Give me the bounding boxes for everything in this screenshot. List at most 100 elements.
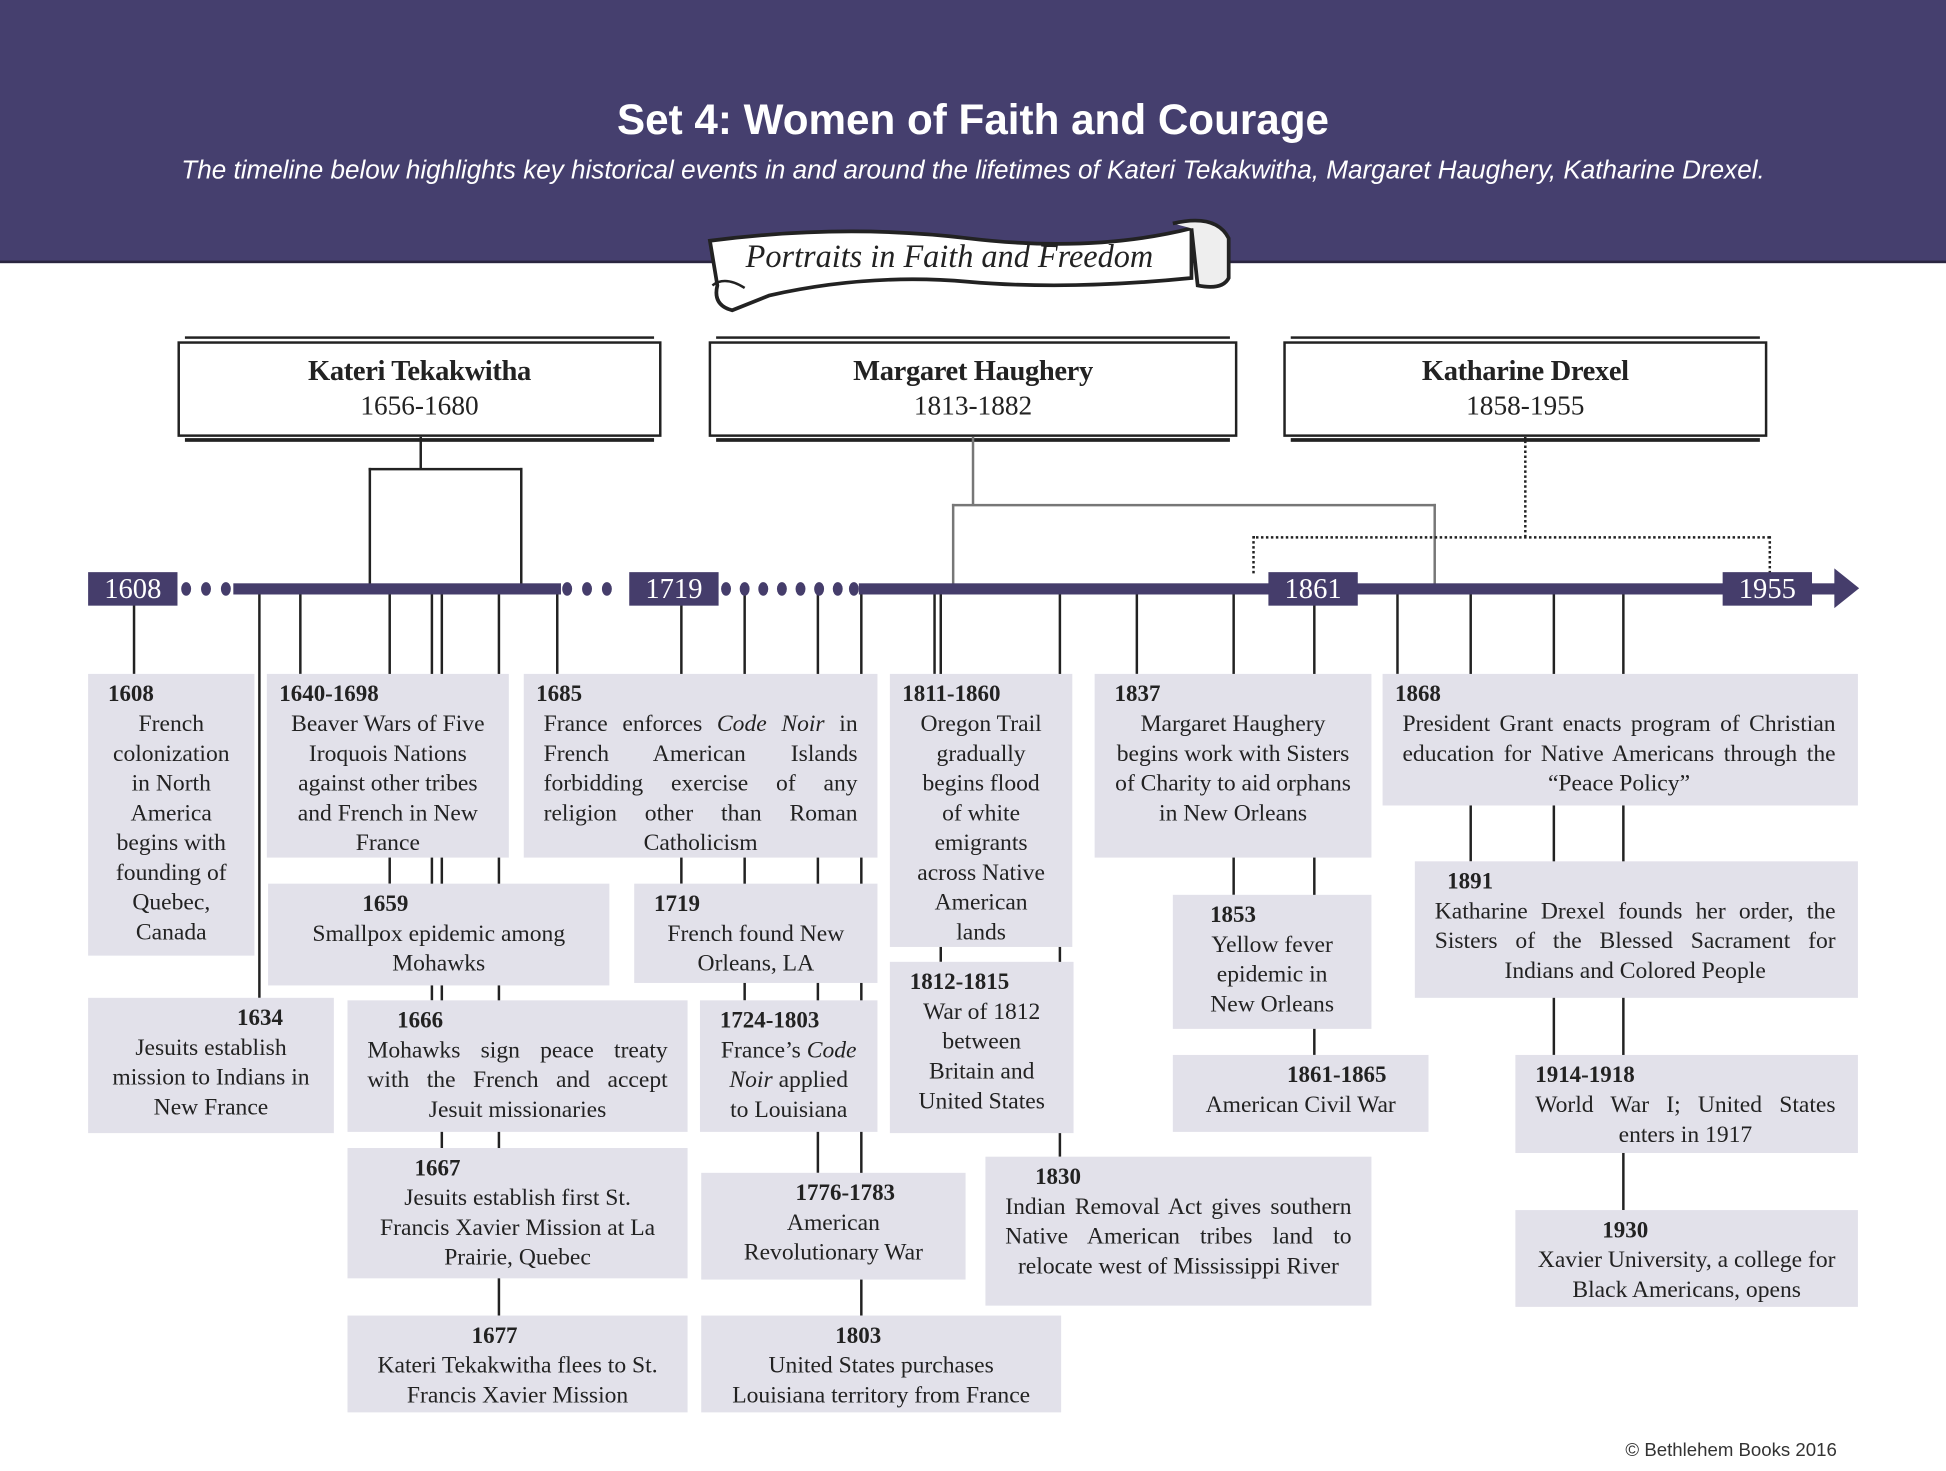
- event-text: Kateri Tekakwitha flees to St. Francis X…: [377, 1352, 658, 1409]
- event-text: Yellow fever epidemic in New Orleans: [1210, 932, 1335, 1018]
- timeline-dot: [562, 582, 573, 596]
- event-text: Jesuits establish mission to Indians in …: [112, 1035, 310, 1121]
- event-text: France’s: [720, 1037, 807, 1064]
- person-years: 1656-1680: [360, 389, 479, 421]
- event-date: 1666: [397, 1009, 444, 1034]
- event-text: French colonization in North America beg…: [112, 711, 230, 946]
- event-description: Xavier University, a college for Black A…: [1535, 1246, 1838, 1306]
- event-text: Indian Removal Act gives southern Native…: [1005, 1193, 1352, 1280]
- banner-text: Portraits in Faith and Freedom: [745, 238, 1154, 275]
- timeline-dot: [721, 582, 732, 596]
- event-date: 1685: [536, 682, 583, 708]
- timeline-dot: [776, 582, 787, 596]
- timeline-tick: [258, 589, 261, 998]
- event-text: Jesuits establish first St. Francis Xavi…: [380, 1185, 656, 1271]
- timeline-dot: [181, 582, 192, 596]
- year-marker: 1608: [88, 572, 178, 606]
- year-marker: 1719: [629, 572, 719, 606]
- margaret-bracket: [951, 503, 1436, 507]
- event-description: France’s Code Noir applied to Louisiana: [720, 1036, 858, 1125]
- year-marker: 1955: [1722, 572, 1813, 606]
- timeline-dot: [814, 582, 825, 596]
- event-date: 1608: [107, 682, 154, 708]
- event-text: American Revolutionary War: [743, 1210, 923, 1266]
- event-description: Beaver Wars of Five Iroquois Nations aga…: [287, 710, 489, 859]
- event-text: French found New Orleans, LA: [667, 920, 845, 977]
- event-description: Yellow fever epidemic in New Orleans: [1193, 931, 1352, 1020]
- event-description: President Grant enacts program of Christ…: [1402, 710, 1835, 799]
- event-date: 1830: [1035, 1165, 1081, 1191]
- event-date: 1930: [1602, 1218, 1649, 1244]
- person-years: 1858-1955: [1466, 389, 1585, 421]
- event-date: 1811-1860: [902, 682, 1001, 708]
- event-description: Jesuits establish first St. Francis Xavi…: [367, 1184, 667, 1273]
- person-box-kateri: Kateri Tekakwitha 1656-1680: [177, 336, 662, 442]
- event-description: Smallpox epidemic among Mohawks: [288, 920, 590, 980]
- event-description: Oregon Trail gradually begins flood of w…: [910, 710, 1053, 948]
- event-description: Jesuits establish mission to Indians in …: [108, 1034, 314, 1123]
- scroll-banner-icon: [707, 218, 1231, 313]
- timeline-tick: [1552, 589, 1556, 1055]
- event-text: in French American Islands forbidding ex…: [543, 711, 858, 857]
- kateri-bracket: [368, 467, 372, 585]
- event-text: Smallpox epidemic among Mohawks: [312, 920, 566, 977]
- event-date: 1891: [1447, 870, 1494, 895]
- event-date: 1868: [1394, 682, 1441, 708]
- kateri-bracket: [368, 467, 523, 471]
- event-date: 1640-1698: [279, 682, 379, 708]
- katharine-bracket: [1252, 536, 1255, 574]
- timeline-dot: [832, 582, 843, 596]
- event-date: 1776-1783: [795, 1181, 896, 1207]
- event-date: 1803: [835, 1324, 882, 1350]
- event-description: American Revolutionary War: [721, 1209, 946, 1269]
- event-text: France enforces: [543, 711, 717, 738]
- timeline-dot: [739, 582, 750, 596]
- timeline-dot: [795, 582, 806, 596]
- event-text: Mohawks sign peace treaty with the Frenc…: [367, 1037, 668, 1124]
- event-description: French found New Orleans, LA: [654, 920, 858, 980]
- event-text: War of 1812 between Britain and United S…: [918, 999, 1045, 1115]
- person-name: Margaret Haughery: [853, 354, 1093, 386]
- event-text: Code Noir: [729, 1037, 857, 1094]
- event-text: President Grant enacts program of Christ…: [1402, 711, 1836, 797]
- margaret-bracket: [1433, 503, 1436, 585]
- event-text: Beaver Wars of Five Iroquois Nations aga…: [291, 711, 485, 857]
- event-date: 1677: [471, 1324, 518, 1350]
- event-description: Kateri Tekakwitha flees to St. Francis X…: [367, 1352, 667, 1412]
- event-date: 1837: [1114, 682, 1161, 708]
- person-years: 1813-1882: [913, 389, 1033, 421]
- person-box-margaret: Margaret Haughery 1813-1882: [708, 336, 1238, 442]
- timeline-tick: [132, 589, 136, 674]
- event-description: Katharine Drexel founds her order, the S…: [1435, 897, 1836, 986]
- timeline-dot: [220, 582, 231, 596]
- event-description: Indian Removal Act gives southern Native…: [1005, 1193, 1351, 1282]
- event-text: Margaret Haughery begins work with Siste…: [1115, 711, 1351, 827]
- header-band: [0, 0, 1946, 264]
- timeline-tick: [1135, 589, 1139, 674]
- kateri-bracket: [520, 467, 523, 585]
- event-description: War of 1812 between Britain and United S…: [910, 998, 1054, 1117]
- timeline-tick: [1396, 589, 1399, 674]
- timeline-dot: [848, 582, 859, 596]
- event-text: United States purchases Louisiana territ…: [732, 1352, 1031, 1409]
- event-description: Mohawks sign peace treaty with the Frenc…: [367, 1036, 667, 1125]
- margaret-bracket: [951, 503, 955, 585]
- person-name: Katharine Drexel: [1421, 354, 1629, 386]
- timeline-dot: [582, 582, 593, 596]
- katharine-bracket: [1252, 536, 1770, 539]
